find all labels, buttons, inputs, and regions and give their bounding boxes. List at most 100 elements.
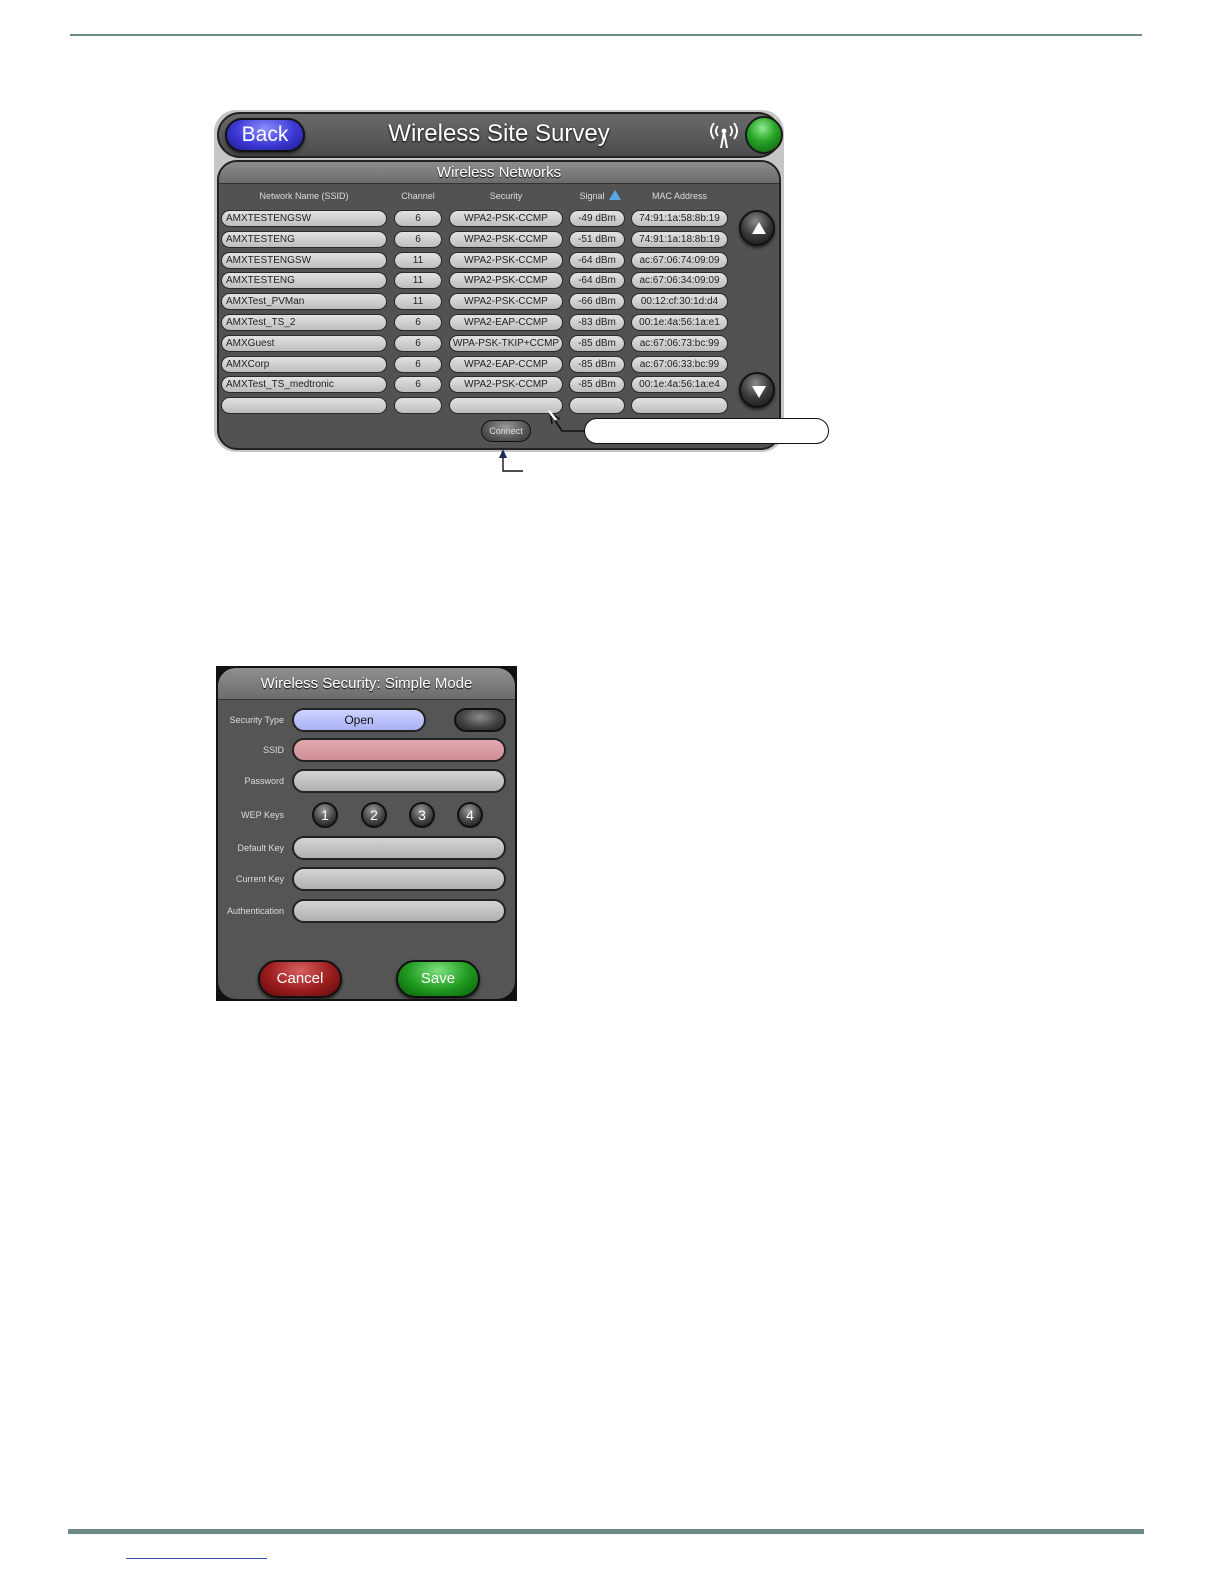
cell-channel: 11 [394,293,442,311]
scroll-up-button[interactable] [739,210,775,246]
security-type-field[interactable]: Open [292,708,426,732]
network-list: AMXTESTENGSW 6 WPA2-PSK-CCMP -49 dBm 74:… [219,208,739,416]
cell-channel: 6 [394,334,442,352]
column-header-channel[interactable]: Channel [401,191,435,201]
wep-key-1-button[interactable]: 1 [312,802,338,828]
save-button[interactable]: Save [396,960,480,998]
wireless-security-panel: Wireless Security: Simple Mode Security … [216,666,517,1001]
column-header-security[interactable]: Security [489,191,523,201]
wep-keys-label: WEP Keys [241,810,284,820]
table-row[interactable]: AMXTest_PVMan 11 WPA2-PSK-CCMP -66 dBm 0… [219,291,739,312]
cell-security [449,397,563,415]
cell-channel: 6 [394,313,442,331]
cell-ssid: AMXTest_PVMan [221,293,387,311]
table-row[interactable]: AMXTESTENG 11 WPA2-PSK-CCMP -64 dBm ac:6… [219,270,739,291]
cell-signal: -85 dBm [569,355,625,373]
cell-ssid: AMXCorp [221,355,387,373]
cell-channel: 6 [394,230,442,248]
back-button[interactable]: Back [225,118,305,152]
cell-channel: 6 [394,376,442,394]
ssid-label: SSID [262,745,284,755]
table-row-empty[interactable] [219,395,739,416]
sort-ascending-icon [608,190,621,200]
current-key-field[interactable] [292,867,506,891]
cell-signal: -85 dBm [569,376,625,394]
cell-mac: ac:67:06:33:bc:99 [631,355,728,373]
cell-security: WPA2-PSK-CCMP [449,376,563,394]
cell-ssid: AMXTest_TS_2 [221,313,387,331]
table-row[interactable]: AMXCorp 6 WPA2-EAP-CCMP -85 dBm ac:67:06… [219,354,739,375]
table-row[interactable]: AMXTESTENGSW 6 WPA2-PSK-CCMP -49 dBm 74:… [219,208,739,229]
survey-header: Back Wireless Site Survey [217,112,783,158]
column-header-mac[interactable]: MAC Address [651,191,708,201]
cell-ssid: AMXTESTENG [221,272,387,290]
cell-ssid: AMXGuest [221,334,387,352]
table-row[interactable]: AMXTest_TS_medtronic 6 WPA2-PSK-CCMP -85… [219,374,739,395]
up-arrow-icon [752,222,766,234]
cell-mac: ac:67:06:73:bc:99 [631,334,728,352]
table-row[interactable]: AMXTest_TS_2 6 WPA2-EAP-CCMP -83 dBm 00:… [219,312,739,333]
page-title: Wireless Site Survey [388,120,610,147]
cell-channel: 11 [394,272,442,290]
cell-signal: -49 dBm [569,210,625,227]
header-rule [70,34,1142,36]
password-field[interactable] [292,769,506,793]
ssid-field[interactable] [292,738,506,762]
table-row[interactable]: AMXTESTENGSW 11 WPA2-PSK-CCMP -64 dBm ac… [219,250,739,271]
cell-channel [394,397,442,415]
table-row[interactable]: AMXGuest 6 WPA-PSK-TKIP+CCMP -85 dBm ac:… [219,333,739,354]
cell-ssid: AMXTESTENGSW [221,210,387,227]
footer-link-underline[interactable] [126,1558,267,1559]
cancel-button[interactable]: Cancel [258,960,342,998]
column-header-signal[interactable]: Signal [565,190,635,202]
cell-security: WPA2-PSK-CCMP [449,251,563,269]
wep-key-4-button[interactable]: 4 [457,802,483,828]
password-label: Password [244,776,284,786]
cell-mac: 00:1e:4a:56:1a:e1 [631,313,728,331]
cell-signal: -83 dBm [569,313,625,331]
cell-signal: -64 dBm [569,272,625,290]
cell-ssid: AMXTest_TS_medtronic [221,376,387,394]
wep-key-3-button[interactable]: 3 [409,802,435,828]
connection-status-icon [745,116,783,154]
cell-mac: ac:67:06:74:09:09 [631,251,728,269]
wep-key-2-button[interactable]: 2 [361,802,387,828]
cell-security: WPA2-PSK-CCMP [449,230,563,248]
callout-box [584,418,829,444]
signal-header-label: Signal [579,191,605,201]
wireless-networks-panel: Wireless Networks Network Name (SSID) Ch… [217,160,781,450]
callout-leader-lines [499,410,584,472]
cell-mac: ac:67:06:34:09:09 [631,272,728,290]
cell-channel: 11 [394,251,442,269]
cell-security: WPA2-EAP-CCMP [449,313,563,331]
default-key-label: Default Key [237,843,284,853]
cell-channel: 6 [394,355,442,373]
footer-rule [68,1529,1144,1534]
authentication-field[interactable] [292,899,506,923]
cell-signal: -64 dBm [569,251,625,269]
cell-signal: -85 dBm [569,334,625,352]
security-type-label: Security Type [229,715,284,725]
authentication-label: Authentication [226,906,284,916]
default-key-field[interactable] [292,836,506,860]
column-header-ssid[interactable]: Network Name (SSID) [259,191,349,201]
down-arrow-icon [752,386,766,398]
cell-security: WPA2-PSK-CCMP [449,272,563,290]
cell-ssid [221,397,387,415]
section-title: Wireless Networks [219,162,779,184]
table-row[interactable]: AMXTESTENG 6 WPA2-PSK-CCMP -51 dBm 74:91… [219,229,739,250]
wireless-security-dialog: Wireless Security: Simple Mode Security … [218,668,515,999]
connect-button[interactable]: Connect [481,420,531,442]
scroll-down-button[interactable] [739,372,775,408]
cell-signal: -51 dBm [569,230,625,248]
cell-mac: 00:1e:4a:56:1a:e4 [631,376,728,394]
cell-ssid: AMXTESTENG [221,230,387,248]
site-survey-panel: Back Wireless Site Survey Wireless Netwo… [214,110,784,452]
cell-channel: 6 [394,210,442,227]
dialog-title: Wireless Security: Simple Mode [218,668,515,700]
antenna-icon [710,122,738,149]
cell-signal: -66 dBm [569,293,625,311]
security-type-select-button[interactable] [454,708,506,732]
cell-ssid: AMXTESTENGSW [221,251,387,269]
cell-mac: 74:91:1a:58:8b:19 [631,210,728,227]
